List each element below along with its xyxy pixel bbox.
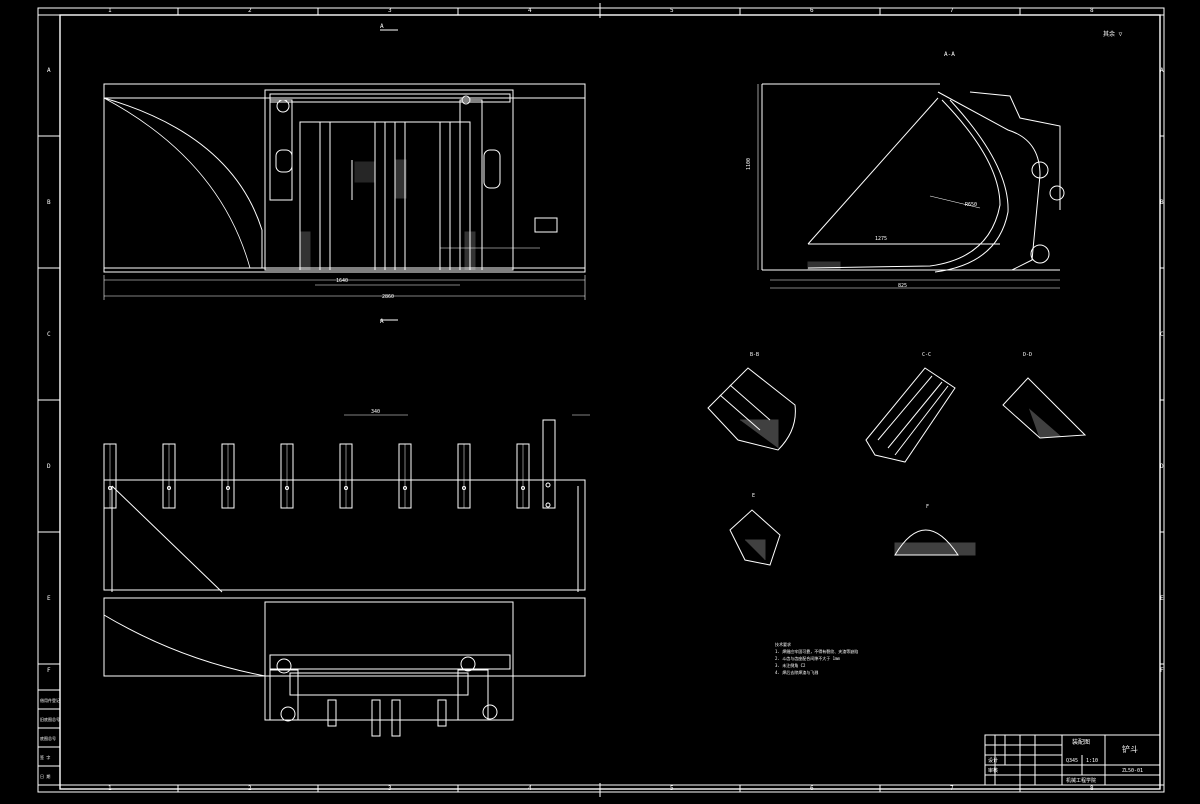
left-row-3: 底图总号 bbox=[40, 735, 56, 741]
zone-number-2-top: 2 bbox=[248, 7, 252, 14]
front-view: A A 1640 2860 bbox=[103, 23, 586, 325]
zone-number-7-bottom: 7 bbox=[950, 785, 954, 792]
left-row-2: 旧底图总号 bbox=[40, 716, 60, 722]
left-registration-strip: 借用件登记 旧底图总号 底图总号 签 字 日 期 bbox=[37, 689, 61, 786]
detail-label-4: E bbox=[752, 493, 755, 499]
side-zone-ticks bbox=[38, 135, 1164, 665]
zone-number-8-bottom: 8 bbox=[1090, 785, 1094, 792]
zone-number-4-bottom: 4 bbox=[528, 785, 532, 792]
tech-note-1: 1. 焊缝应牢固可靠，不得有裂纹、夹渣等缺陷 bbox=[775, 648, 858, 654]
zone-number-1-top: 1 bbox=[108, 7, 112, 14]
zone-number-8-top: 8 bbox=[1090, 7, 1094, 14]
title-block: 装配图 铲斗 Q345 1:10 ZL50-01 设计 审核 机械工程学院 bbox=[984, 734, 1161, 786]
dim-side-height: 1100 bbox=[746, 158, 752, 170]
surface-finish-note: 其余 ▽ bbox=[1103, 30, 1123, 38]
side-section-view: A-A 1275 R650 825 1100 bbox=[746, 51, 1065, 289]
plan-view: 340 bbox=[103, 409, 590, 737]
tooth-row bbox=[103, 443, 530, 509]
zone-number-4-top: 4 bbox=[528, 7, 532, 14]
detail-view-1: B-B bbox=[707, 352, 796, 451]
title-drawing-label: 装配图 bbox=[1072, 738, 1090, 746]
detail-label-3: D-D bbox=[1023, 352, 1032, 358]
zone-number-6-bottom: 6 bbox=[810, 785, 814, 792]
top-zone-ticks bbox=[177, 3, 1021, 797]
detail-label-2: C-C bbox=[922, 352, 931, 358]
section-marker-top: A bbox=[380, 23, 384, 30]
zone-letter-F-left: F bbox=[47, 667, 51, 674]
title-drawing-no: ZL50-01 bbox=[1122, 768, 1143, 774]
zone-letter-D-left: D bbox=[47, 463, 51, 470]
title-school: 机械工程学院 bbox=[1066, 777, 1096, 784]
zone-letter-B-left: B bbox=[47, 199, 51, 206]
zone-number-1-bottom: 1 bbox=[108, 785, 112, 792]
tech-note-4: 4. 焊后去除焊渣与飞溅 bbox=[775, 669, 818, 675]
zone-letter-C-right: C bbox=[1160, 331, 1164, 338]
left-row-4: 签 字 bbox=[40, 754, 50, 760]
detail-view-3: D-D bbox=[1002, 352, 1087, 439]
section-marker-bottom: A bbox=[380, 318, 384, 325]
title-scale: 1:10 bbox=[1086, 758, 1098, 764]
view-label-aa: A-A bbox=[944, 51, 955, 58]
dim-side-radius: R650 bbox=[965, 202, 977, 208]
left-row-1: 借用件登记 bbox=[40, 697, 60, 703]
dim-front-inner: 1640 bbox=[336, 278, 348, 284]
dim-side-length: 1275 bbox=[875, 236, 887, 242]
zone-letter-A-left: A bbox=[47, 67, 51, 74]
zone-number-7-top: 7 bbox=[950, 7, 954, 14]
zone-letter-B-right: B bbox=[1160, 199, 1164, 206]
dim-side-bottom: 825 bbox=[898, 283, 907, 289]
detail-view-5: F bbox=[894, 504, 976, 556]
zone-letter-A-right: A bbox=[1160, 67, 1164, 74]
tech-notes-title: 技术要求 bbox=[775, 641, 791, 647]
zone-number-2-bottom: 2 bbox=[248, 785, 252, 792]
detail-view-2: C-C bbox=[865, 352, 956, 463]
detail-label-1: B-B bbox=[750, 352, 759, 358]
title-part-name: 铲斗 bbox=[1122, 744, 1138, 754]
tech-note-3: 3. 未注倒角 C2 bbox=[775, 662, 806, 668]
dim-tooth-spacing: 340 bbox=[371, 409, 380, 415]
zone-letter-D-right: D bbox=[1160, 463, 1164, 470]
zone-number-3-top: 3 bbox=[388, 7, 392, 14]
zone-number-6-top: 6 bbox=[810, 7, 814, 14]
technical-notes: 技术要求 1. 焊缝应牢固可靠，不得有裂纹、夹渣等缺陷 2. 斗齿与齿座配合间隙… bbox=[775, 641, 858, 675]
zone-letter-E-right: E bbox=[1160, 595, 1164, 602]
zone-letter-F-right: F bbox=[1160, 667, 1164, 674]
left-row-5: 日 期 bbox=[40, 773, 50, 779]
dim-front-width: 2860 bbox=[382, 294, 394, 300]
detail-label-5: F bbox=[926, 504, 929, 510]
detail-view-4: E bbox=[729, 493, 781, 566]
title-checker: 审核 bbox=[988, 767, 998, 774]
zone-number-5-top: 5 bbox=[670, 7, 674, 14]
tech-note-2: 2. 斗齿与齿座配合间隙不大于 1mm bbox=[775, 655, 840, 661]
title-designer: 设计 bbox=[988, 757, 998, 764]
zone-number-3-bottom: 3 bbox=[388, 785, 392, 792]
zone-number-5-bottom: 5 bbox=[670, 785, 674, 792]
zone-letter-E-left: E bbox=[47, 595, 51, 602]
title-material: Q345 bbox=[1066, 758, 1078, 764]
zone-letter-C-left: C bbox=[47, 331, 51, 338]
